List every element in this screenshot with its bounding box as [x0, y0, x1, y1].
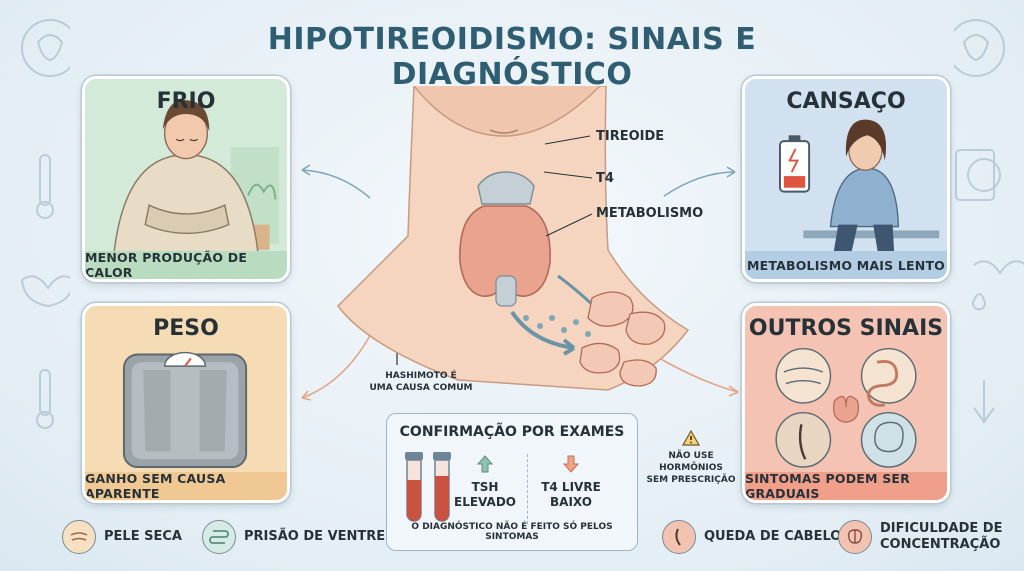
hashimoto-line-1: HASHIMOTO É — [385, 371, 457, 381]
brain-icon — [838, 520, 872, 554]
warning-line-1: NÃO USE HORMÔNIOS — [659, 451, 723, 473]
bottom-label-dificuldade: DIFICULDADE DE CONCENTRAÇÃO — [880, 521, 1002, 553]
card-outros: OUTROS SINAIS SINTOMAS PODEM SER GRADUAI… — [742, 303, 950, 503]
exams-title: CONFIRMAÇÃO POR EXAMES — [399, 424, 625, 440]
scale-illustration — [122, 351, 248, 468]
warning-icon — [682, 430, 700, 446]
bottom-item-queda-de-cabelo: QUEDA DE CABELO — [662, 518, 841, 556]
warning-note: NÃO USE HORMÔNIOS SEM PRESCRIÇÃO — [644, 450, 738, 486]
arrow-down-icon — [562, 455, 580, 473]
other-signs-illustration — [775, 347, 917, 468]
card-outros-caption: SINTOMAS PODEM SER GRADUAIS — [745, 471, 947, 500]
exam-t4-name: T4 LIVRE — [541, 480, 601, 494]
card-peso: PESO GANHO SEM CAUSA APARENTE — [82, 303, 290, 503]
bottom-label-dificuldade-line-2: CONCENTRAÇÃO — [880, 537, 1001, 552]
thyroid-anatomy-illustration — [337, 86, 690, 391]
card-peso-title: PESO — [153, 316, 219, 341]
card-frio-caption: MENOR PRODUÇÃO DE CALOR — [85, 250, 287, 279]
label-tireoide: TIREOIDE — [596, 129, 665, 144]
bottom-item-pele-seca: PELE SECA — [62, 518, 182, 556]
bottom-label-prisao-de-ventre: PRISÃO DE VENTRE — [244, 529, 386, 544]
hashimoto-line-2: UMA CAUSA COMUM — [369, 383, 473, 393]
blood-tubes-icon — [405, 452, 451, 522]
warning-line-2: SEM PRESCRIÇÃO — [646, 475, 736, 485]
tired-person-illustration — [779, 119, 940, 260]
arrow-up-icon — [476, 455, 494, 473]
card-cansaco-caption: METABOLISMO MAIS LENTO — [745, 251, 947, 279]
card-peso-caption: GANHO SEM CAUSA APARENTE — [85, 471, 287, 500]
hair-icon — [662, 520, 696, 554]
bottom-item-dificuldade: DIFICULDADE DE CONCENTRAÇÃO — [838, 518, 1002, 556]
exam-tsh-name: TSH — [471, 480, 499, 494]
label-metabolismo: METABOLISMO — [596, 206, 704, 221]
intestine-icon — [202, 520, 236, 554]
low-battery-icon — [779, 135, 811, 193]
exam-tsh: TSH ELEVADO — [453, 480, 517, 510]
exams-box: CONFIRMAÇÃO POR EXAMES TSH ELEVADO T4 LI… — [386, 413, 638, 551]
bottom-label-dificuldade-line-1: DIFICULDADE DE — [880, 521, 1003, 536]
card-cansaco: CANSAÇO METABOLISMO MAIS LENTO — [742, 76, 950, 282]
label-t4: T4 — [596, 171, 614, 186]
cold-person-illustration — [113, 99, 280, 253]
exam-t4: T4 LIVRE BAIXO — [535, 480, 607, 510]
card-frio: FRIO MENOR PRODUÇÃO DE CALOR — [82, 76, 290, 282]
bottom-label-queda-de-cabelo: QUEDA DE CABELO — [704, 529, 842, 544]
cells — [579, 291, 666, 387]
bottom-label-pele-seca: PELE SECA — [104, 529, 182, 544]
thyroid-gland — [459, 171, 551, 307]
exam-tsh-result: ELEVADO — [454, 495, 516, 509]
hashimoto-note: HASHIMOTO É UMA CAUSA COMUM — [366, 370, 476, 394]
right-decoration — [954, 19, 1024, 424]
card-frio-title: FRIO — [156, 89, 216, 114]
exam-t4-result: BAIXO — [550, 495, 592, 509]
card-outros-title: OUTROS SINAIS — [748, 316, 944, 341]
exams-divider — [527, 454, 528, 524]
bottom-item-prisao-de-ventre: PRISÃO DE VENTRE — [202, 518, 385, 556]
card-cansaco-title: CANSAÇO — [786, 89, 906, 114]
exams-footnote: O DIAGNÓSTICO NÃO É FEITO SÓ PELOS SINTO… — [411, 522, 613, 542]
dry-skin-icon — [62, 520, 96, 554]
left-decoration — [20, 19, 70, 429]
